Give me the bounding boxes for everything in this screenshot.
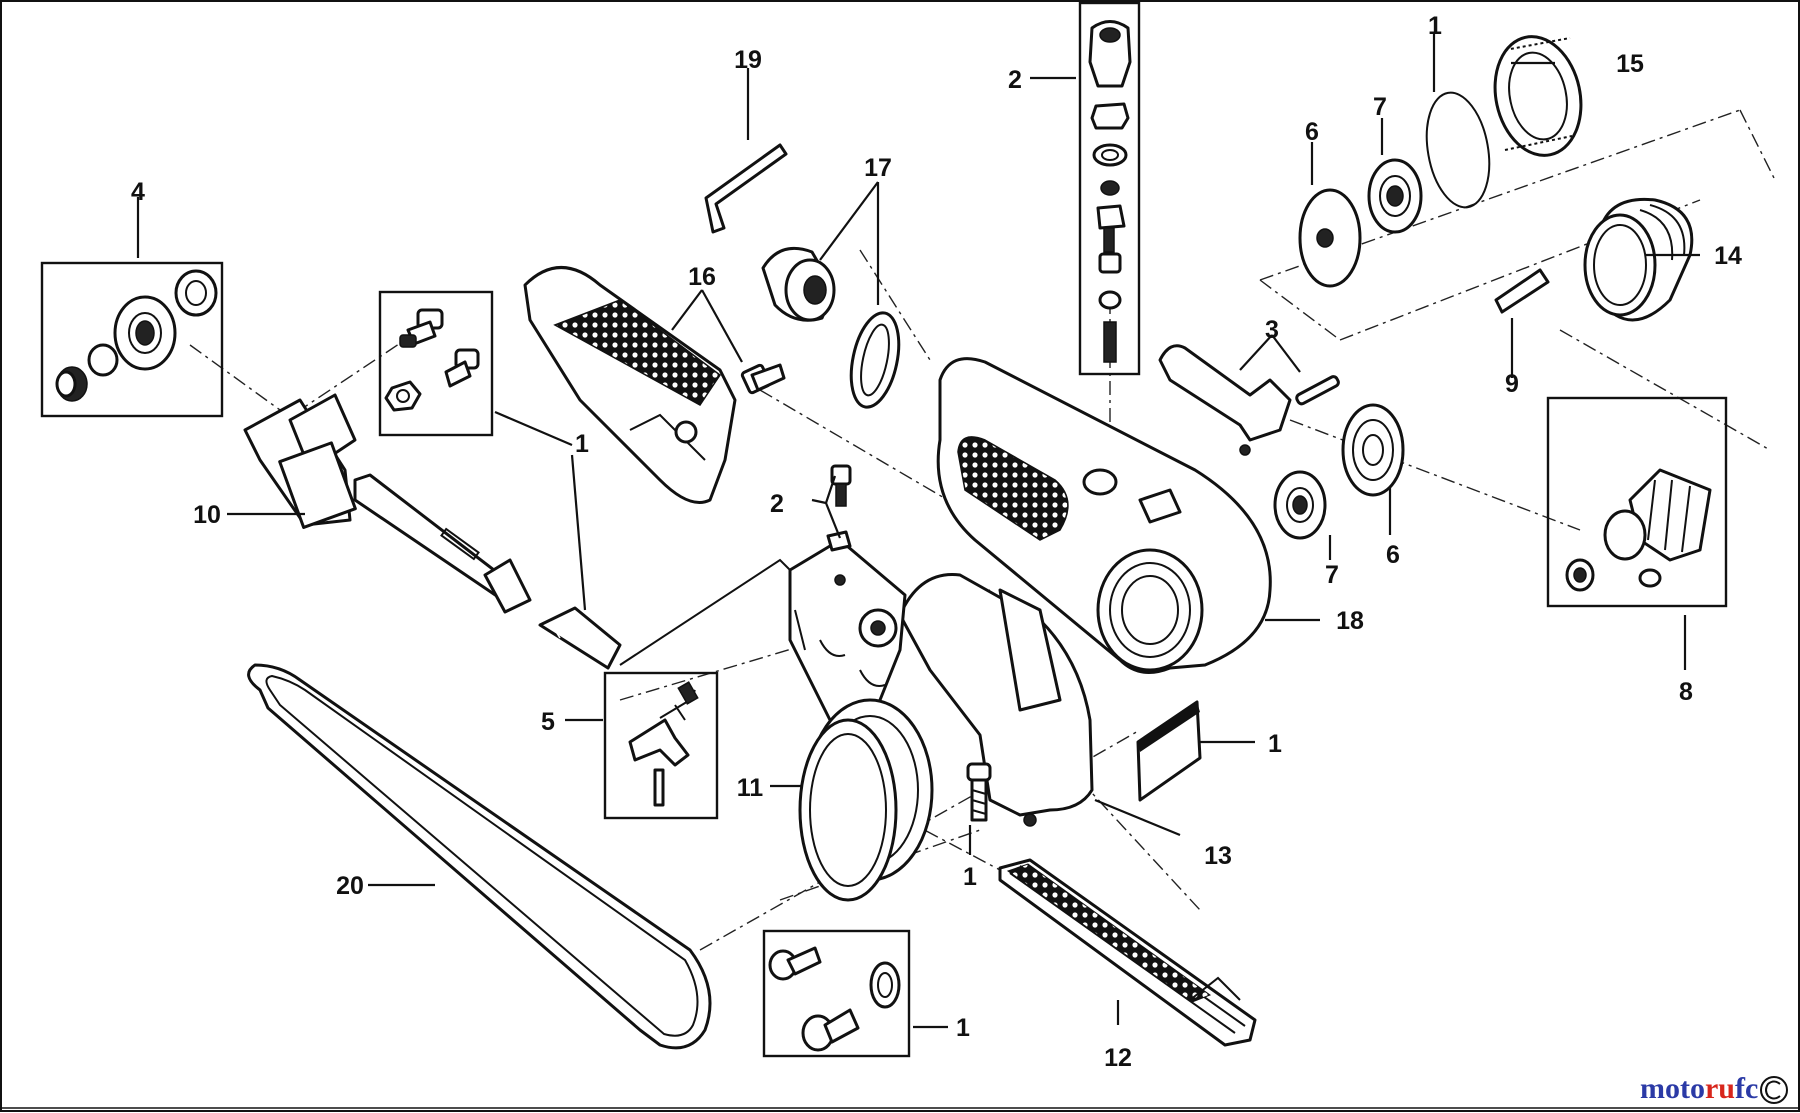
- part-1-screws: [384, 308, 480, 412]
- callout-14: 14: [1714, 242, 1742, 270]
- part-4-components: [55, 269, 218, 402]
- callout-13: 13: [1204, 842, 1232, 870]
- spring: [538, 558, 791, 670]
- part-5-box: [603, 671, 719, 820]
- part-4-box: [40, 261, 224, 418]
- pad-part-1: [1136, 700, 1202, 802]
- part-2-box: [1078, 1, 1141, 376]
- part-5-components: [628, 681, 699, 807]
- part-1-lower-box: [762, 929, 911, 1058]
- callout-11: 11: [737, 774, 764, 802]
- callout-12: 12: [1104, 1044, 1132, 1072]
- callout-5: 5: [541, 708, 555, 736]
- pulley-part-11: [798, 698, 934, 902]
- handle-part-16: [523, 266, 786, 504]
- callout-1-top-screws: 1: [575, 430, 589, 458]
- bearings-lower: [1273, 403, 1405, 540]
- callout-15: 15: [1616, 50, 1644, 78]
- watermark-logo: motorufc: [1640, 1072, 1758, 1106]
- bearings-upper: [1298, 35, 1583, 288]
- watermark-part-3: fc: [1734, 1072, 1759, 1105]
- callout-18: 18: [1336, 607, 1364, 635]
- callout-1-screw: 1: [963, 863, 977, 891]
- watermark-part-2: ru: [1704, 1072, 1735, 1105]
- part-1-lower-screws: [768, 946, 901, 1052]
- part-1-screws-box: [378, 290, 494, 437]
- callout-3: 3: [1265, 316, 1279, 344]
- callout-7-upper: 7: [1373, 93, 1387, 121]
- screw-part-1-lower: [966, 762, 992, 822]
- callout-labels: 1 1 1 1 1 1 2 2 3 4 5 6 6 7 7 8 9 10 11 …: [131, 12, 1742, 1072]
- callout-1-pad: 1: [1268, 730, 1282, 758]
- callout-8: 8: [1679, 678, 1693, 706]
- key-part-9: [1494, 268, 1550, 314]
- callout-7-lower: 7: [1325, 561, 1339, 589]
- screw-part-2: [826, 464, 852, 586]
- watermark-part-1: moto: [1640, 1072, 1705, 1105]
- callout-2-screw: 2: [770, 490, 784, 518]
- belt-part-20: [247, 663, 712, 1050]
- callout-1-bearing-ring: 1: [1428, 12, 1442, 40]
- motor-housing-part-18: [936, 357, 1272, 674]
- callout-4: 4: [131, 178, 145, 206]
- arm-part-13: [788, 538, 1094, 827]
- callout-16: 16: [688, 263, 716, 291]
- leader-lines: [136, 33, 1700, 1029]
- shaft-part-10: [243, 393, 532, 614]
- hex-key-part-19: [704, 143, 788, 234]
- callout-10: 10: [193, 501, 221, 529]
- cap-part-17: [761, 247, 901, 409]
- callout-19: 19: [734, 46, 762, 74]
- lever-part-3: [1158, 344, 1340, 456]
- callout-17: 17: [864, 154, 892, 182]
- callout-6-lower: 6: [1386, 541, 1400, 569]
- copyright-icon: [1760, 1076, 1788, 1104]
- callout-9: 9: [1505, 370, 1519, 398]
- part-2-stack: [1088, 20, 1132, 363]
- part-8-components: [1565, 468, 1712, 592]
- callout-1-lower-screws: 1: [956, 1014, 970, 1042]
- callout-20: 20: [336, 872, 364, 900]
- part-8-box: [1546, 396, 1728, 608]
- guide-plate-part-12: [998, 858, 1257, 1047]
- callout-2-stack: 2: [1008, 66, 1022, 94]
- rotor-part-14: [1583, 197, 1694, 322]
- callout-6-upper: 6: [1305, 118, 1319, 146]
